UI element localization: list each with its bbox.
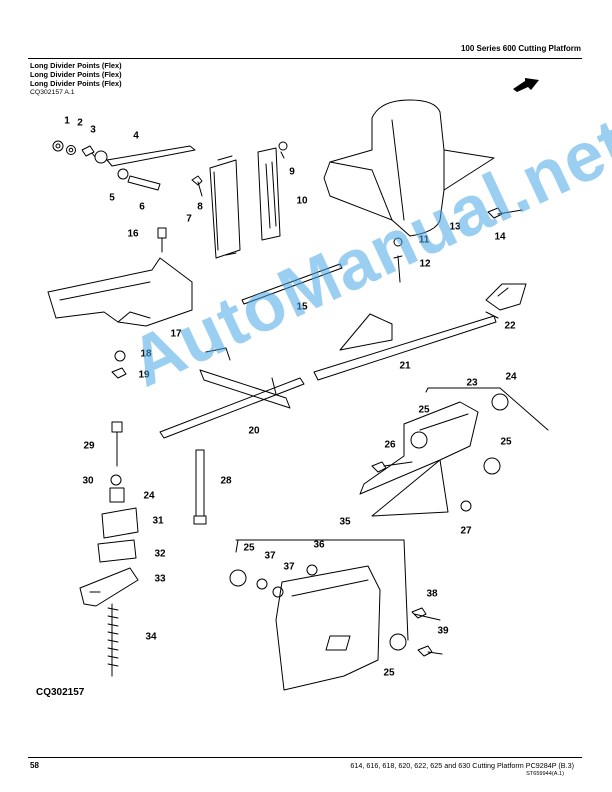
section-line: Long Divider Points (Flex): [30, 70, 122, 79]
callout-label: 6: [139, 201, 145, 213]
callout-label: 7: [186, 213, 192, 225]
bolt-16: [157, 227, 167, 253]
nut-36: [306, 564, 318, 576]
nut-27: [460, 500, 472, 512]
point-22: [485, 283, 527, 311]
plates: [209, 141, 288, 259]
callout-label: 4: [133, 130, 139, 142]
callout-label: 14: [494, 231, 506, 243]
callout-label: 12: [419, 258, 431, 270]
bolt-39: [417, 645, 443, 657]
callout-label: 2: [77, 117, 83, 129]
callout-label: 25: [383, 667, 395, 679]
callout-label: 19: [138, 369, 150, 381]
bushing-25b: [483, 457, 501, 475]
callout-label: 29: [83, 440, 95, 452]
callout-label: 37: [283, 561, 295, 573]
figure-code: CQ302157: [36, 687, 85, 698]
bushing-24b: [109, 487, 125, 503]
bolt-14: [487, 207, 523, 219]
nut-30: [110, 474, 122, 486]
bolt-28: [193, 449, 207, 525]
bracket-35: [275, 565, 381, 691]
callout-label: 39: [437, 625, 449, 637]
nut-11: [393, 237, 403, 247]
section-heading: Long Divider Points (Flex) Long Divider …: [30, 61, 122, 88]
mount-23-outline: [425, 387, 549, 431]
callout-label: 9: [289, 166, 295, 178]
callout-label: 34: [145, 631, 157, 643]
callout-label: 15: [296, 301, 308, 313]
manual-title: 100 Series 600 Cutting Platform: [460, 44, 581, 53]
callout-label: 26: [384, 439, 396, 451]
callout-label: 25: [500, 436, 512, 448]
callout-label: 35: [339, 516, 351, 528]
divider-shield: [323, 99, 495, 237]
callout-label: 17: [170, 328, 182, 340]
bracket-17: [47, 257, 193, 327]
bolt-38: [411, 607, 441, 621]
callout-label: 28: [220, 475, 232, 487]
footer-rule: [28, 757, 582, 758]
callout-label: 27: [460, 525, 472, 537]
callout-label: 13: [449, 221, 461, 233]
callout-label: 31: [152, 515, 164, 527]
tube-31: [101, 507, 139, 539]
bushing-25c: [229, 569, 247, 587]
callout-label: 3: [90, 124, 96, 136]
rod-15: [241, 263, 343, 305]
callout-label: 25: [243, 542, 255, 554]
footer-text: 614, 616, 618, 620, 622, 625 and 630 Cut…: [350, 761, 574, 770]
callout-label: 1: [64, 115, 70, 127]
page-number: 58: [30, 761, 39, 770]
callout-label: 32: [154, 548, 166, 560]
callout-label: 5: [109, 192, 115, 204]
washer-37a: [256, 578, 268, 590]
callout-label: 21: [399, 360, 411, 372]
direction-arrow-icon: [513, 78, 539, 92]
spring-34: [107, 603, 119, 677]
bushing-24: [491, 393, 509, 411]
header-rule: [28, 58, 582, 59]
callout-label: 10: [296, 195, 308, 207]
rail-21: [313, 311, 499, 381]
callout-label: 18: [140, 348, 152, 360]
bushing-25a: [410, 431, 428, 449]
reference-code: CQ302157 A.1: [30, 89, 75, 96]
callout-label: 30: [82, 475, 94, 487]
callout-label: 36: [313, 539, 325, 551]
callout-label: 11: [418, 234, 430, 246]
bracket-35-outline: [235, 539, 409, 641]
callout-label: 24: [505, 371, 517, 383]
callout-label: 8: [197, 201, 203, 213]
section-line: Long Divider Points (Flex): [30, 79, 122, 88]
rail-20: [159, 347, 305, 439]
callout-label: 20: [248, 425, 260, 437]
callout-label: 23: [466, 377, 478, 389]
callout-label: 33: [154, 573, 166, 585]
washer-18: [114, 350, 126, 362]
bolt-29: [111, 421, 123, 467]
bolt-19: [111, 367, 127, 379]
tube-32: [97, 539, 137, 563]
footer-code: ST659944(A.1): [526, 771, 564, 777]
callout-label: 22: [504, 320, 516, 332]
callout-label: 16: [127, 228, 139, 240]
callout-label: 25: [418, 404, 430, 416]
callout-label: 37: [264, 550, 276, 562]
bolt-26: [371, 461, 413, 473]
bushing-25d: [389, 633, 407, 651]
link-33: [79, 567, 139, 607]
mount-23: [359, 401, 479, 517]
callout-label: 24: [143, 490, 155, 502]
hardware-group-top-left: [52, 140, 203, 197]
pin-12: [393, 255, 403, 283]
callout-label: 38: [426, 588, 438, 600]
washer-37b: [272, 586, 284, 598]
section-line: Long Divider Points (Flex): [30, 61, 122, 70]
